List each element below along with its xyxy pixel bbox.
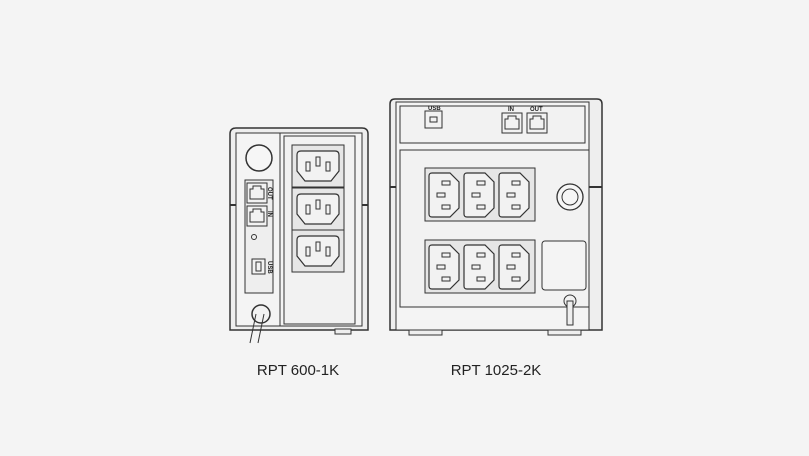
outlet (291, 144, 345, 188)
rj45-out-port (526, 112, 548, 134)
outlet (463, 172, 495, 218)
outlet (291, 187, 345, 231)
rj45-out-port (246, 182, 268, 204)
breaker-icon (245, 144, 273, 172)
outlet (428, 172, 460, 218)
rj45-in-port (246, 205, 268, 227)
in-label: IN (508, 107, 514, 113)
model-label-rpt-600-1k: RPT 600-1K (256, 362, 340, 379)
outlet (498, 172, 530, 218)
outlet (291, 229, 345, 273)
ups-rpt-600-1k (229, 127, 369, 344)
usb-port (251, 258, 266, 275)
usb-port (424, 110, 443, 129)
outlet (498, 244, 530, 290)
model-label-rpt-1025-2k: RPT 1025-2K (450, 362, 542, 379)
in-label: IN (266, 211, 272, 217)
out-label: OUT (266, 187, 272, 200)
usb-label: USB (428, 106, 441, 112)
outlet (428, 244, 460, 290)
outlet (463, 244, 495, 290)
ups-rpt-1025-2k (389, 98, 603, 336)
out-label: OUT (530, 107, 543, 113)
breaker-icon (556, 183, 584, 211)
usb-label: USB (266, 261, 272, 274)
rj45-in-port (501, 112, 523, 134)
